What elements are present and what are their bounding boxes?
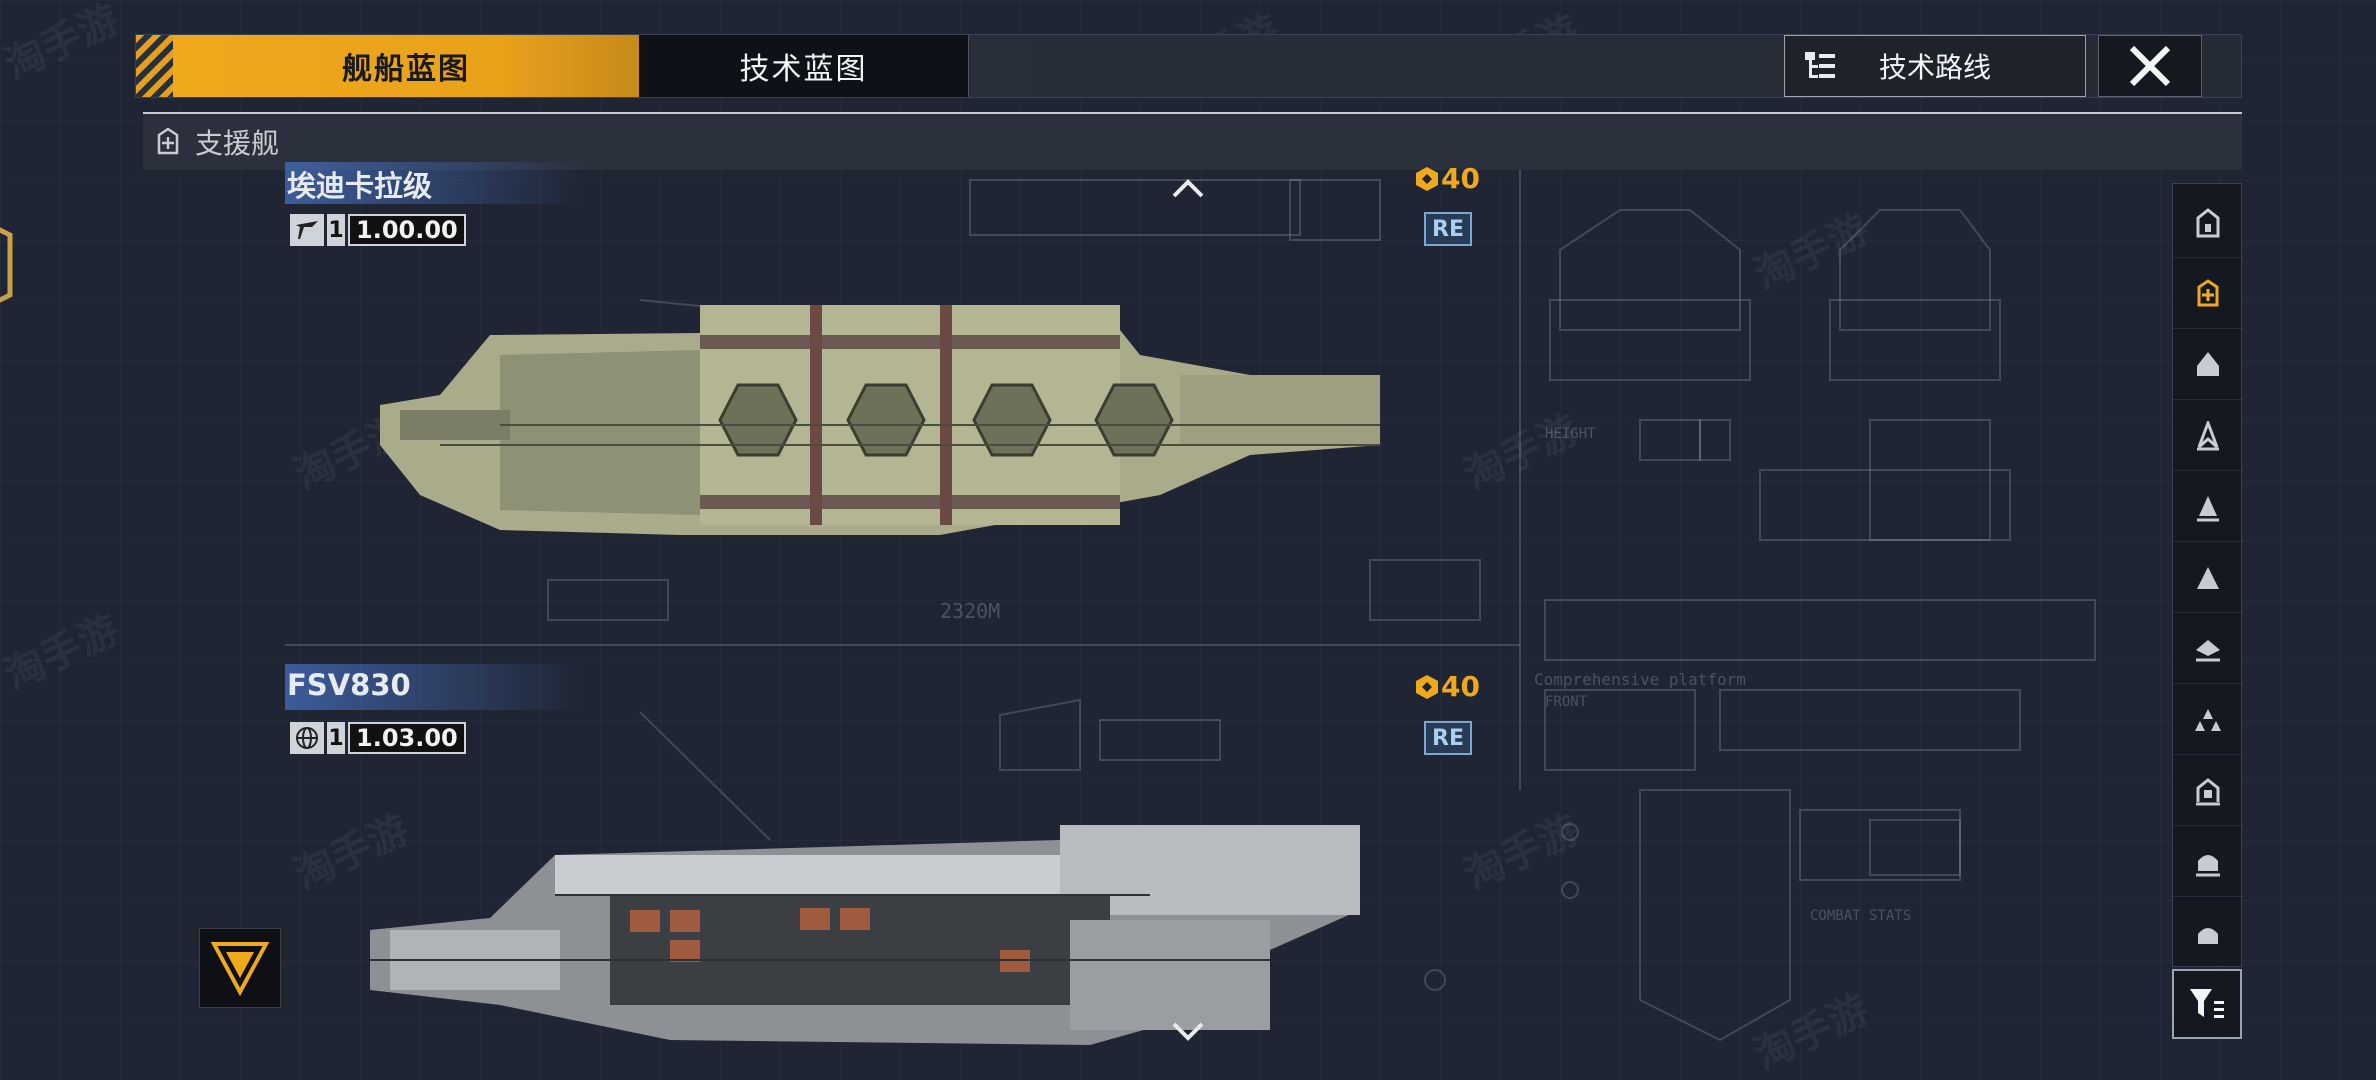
close-icon	[2129, 45, 2171, 87]
tab-ship-blueprint[interactable]: 舰船蓝图	[173, 35, 639, 97]
fighter-icon	[2195, 708, 2221, 731]
frigate-icon	[2197, 566, 2219, 589]
rail-item-cruiser[interactable]	[2173, 401, 2243, 471]
filter-button[interactable]	[2172, 969, 2242, 1039]
cost-icon	[1416, 166, 1438, 191]
close-button[interactable]	[2098, 35, 2202, 97]
ship-level: 1	[327, 214, 345, 246]
ship-name: 埃迪卡拉级	[287, 169, 433, 203]
ship-name-bar	[285, 162, 585, 204]
category-bar: 支援舰	[143, 112, 2242, 170]
station-icon	[2196, 777, 2220, 805]
cruiser-icon	[2197, 420, 2219, 450]
tab-tech-blueprint-label: 技术蓝图	[739, 52, 868, 87]
rail-item-corvette[interactable]	[2173, 614, 2243, 684]
chevron-up-icon[interactable]	[1172, 178, 1204, 200]
collapse-button[interactable]	[199, 928, 281, 1008]
cost-icon	[1416, 674, 1438, 699]
ship-cost-value: 40	[1441, 162, 1480, 195]
ship-rarity-badge: RE	[1424, 212, 1472, 246]
ship-cost-value: 40	[1441, 670, 1480, 703]
tab-tech-blueprint[interactable]: 技术蓝图	[639, 35, 969, 97]
ship-rarity-badge: RE	[1424, 721, 1472, 755]
tree-list-icon	[1805, 52, 1835, 78]
rail-item-dome[interactable]	[2173, 898, 2243, 968]
ship-class-rail	[2172, 183, 2243, 968]
rail-item-battleship[interactable]	[2173, 330, 2243, 400]
category-label: 支援舰	[195, 127, 280, 160]
globe-icon	[290, 722, 324, 754]
tab-stripe	[136, 35, 173, 97]
ship-stat-row: 1 1.03.00	[290, 722, 466, 754]
chevron-down-icon[interactable]	[1172, 1020, 1204, 1042]
rail-item-frigate[interactable]	[2173, 543, 2243, 613]
ship-name: FSV830	[287, 668, 411, 702]
hangar-icon	[2196, 854, 2220, 876]
ship-cost: 40	[1413, 670, 1480, 703]
rail-item-fighter[interactable]	[2173, 685, 2243, 755]
destroyer-icon	[2197, 495, 2219, 521]
ship-cost: 40	[1413, 162, 1480, 195]
filter-icon	[2190, 989, 2224, 1018]
tab-ship-blueprint-label: 舰船蓝图	[342, 52, 470, 87]
rail-item-hangar[interactable]	[2173, 827, 2243, 897]
rail-item-station[interactable]	[2173, 756, 2243, 826]
ship-level: 1	[327, 722, 345, 754]
edge-hex-icon[interactable]	[0, 205, 20, 325]
rail-item-destroyer[interactable]	[2173, 472, 2243, 542]
rail-item-carrier[interactable]	[2173, 188, 2243, 258]
tech-route-label: 技术路线	[1878, 51, 1991, 84]
ship-name-bar	[285, 664, 585, 710]
support-ship-icon	[2197, 278, 2219, 306]
dome-icon	[2198, 928, 2218, 944]
corvette-icon	[2196, 639, 2220, 661]
ship-value: 1.00.00	[348, 214, 466, 246]
triangle-down-icon	[210, 942, 270, 996]
rail-item-support[interactable]	[2173, 259, 2243, 329]
support-ship-icon	[157, 127, 179, 155]
tech-route-button[interactable]: 技术路线	[1784, 35, 2086, 97]
ship-stat-row: 1 1.00.00	[290, 214, 466, 246]
battleship-icon	[2197, 351, 2219, 376]
top-bar: 舰船蓝图 技术蓝图 技术路线	[135, 34, 2242, 98]
wing-icon	[290, 214, 324, 246]
ship-image-ediacara[interactable]	[380, 295, 1385, 545]
ship-image-fsv830[interactable]	[370, 800, 1360, 1050]
ship-value: 1.03.00	[348, 722, 466, 754]
carrier-icon	[2196, 207, 2220, 237]
